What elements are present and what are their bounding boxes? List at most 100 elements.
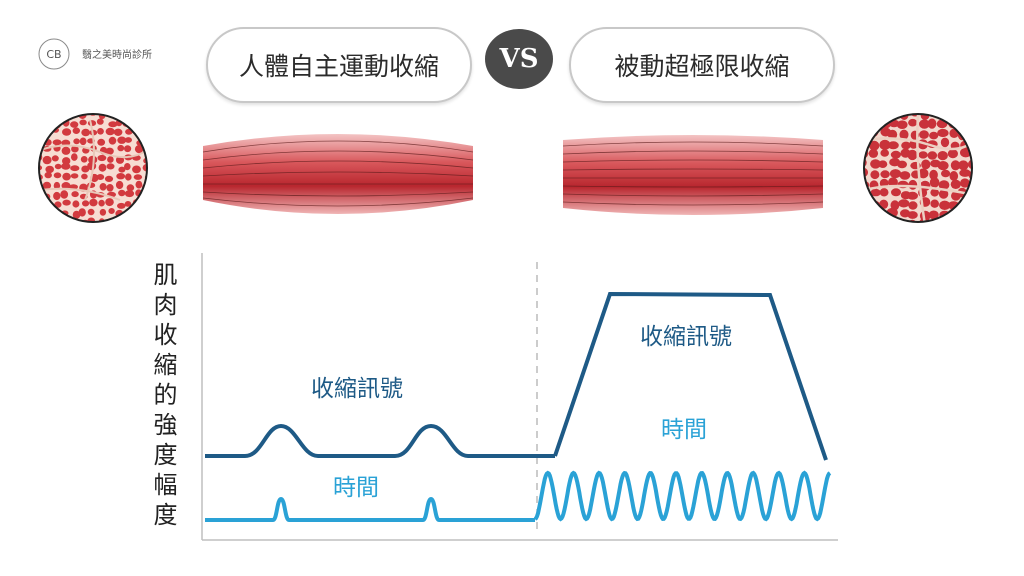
right-muscle-bundle xyxy=(562,135,824,215)
muscle-fiber xyxy=(118,166,126,173)
muscle-fiber xyxy=(938,189,949,199)
muscle-fiber xyxy=(950,179,961,189)
muscle-fiber xyxy=(80,156,88,163)
muscle-fiber xyxy=(887,129,898,140)
muscle-fiber xyxy=(73,138,80,145)
muscle-fiber xyxy=(42,155,52,165)
muscle-fiber xyxy=(81,173,88,180)
vs-badge: VS xyxy=(485,29,553,89)
muscle-fiber xyxy=(880,170,890,179)
muscle-fiber xyxy=(108,121,118,128)
muscle-fiber xyxy=(949,171,959,181)
muscle-fiber xyxy=(104,175,114,182)
muscle-fiber xyxy=(868,148,879,158)
muscle-fiber xyxy=(899,129,909,140)
muscle-fiber xyxy=(880,149,889,157)
muscle-fiber xyxy=(106,184,114,192)
muscle-fiber xyxy=(98,199,105,207)
muscle-fiber xyxy=(870,159,881,169)
muscle-fiber xyxy=(947,149,959,159)
muscle-fiber xyxy=(98,163,107,172)
muscle-fiber xyxy=(125,173,132,181)
muscle-fiber xyxy=(71,145,79,153)
muscle-fiber xyxy=(937,161,949,171)
muscle-fiber xyxy=(918,151,928,159)
muscle-fiber xyxy=(61,182,71,190)
left-muscle-bundle xyxy=(202,134,474,214)
muscle-fiber xyxy=(53,172,62,179)
muscle-fiber xyxy=(938,180,950,190)
muscle-fiber xyxy=(53,191,61,201)
muscle-fiber xyxy=(87,208,95,216)
muscle-fiber xyxy=(61,146,71,155)
muscle-fiber xyxy=(54,163,62,170)
muscle-fiber xyxy=(919,217,931,222)
muscle-fiber xyxy=(107,156,114,163)
muscle-fiber xyxy=(907,211,918,219)
muscle-fiber xyxy=(124,201,132,207)
left-signal-label: 收縮訊號 xyxy=(311,376,403,402)
muscle-fiber xyxy=(97,138,106,146)
muscle-fiber xyxy=(908,118,918,127)
muscle-fiber xyxy=(72,200,80,208)
muscle-fiber xyxy=(117,202,126,209)
muscle-fiber xyxy=(116,173,126,180)
muscle-fiber xyxy=(891,188,901,197)
clinic-name: 翳之美時尚診所 xyxy=(82,50,152,61)
muscle-fiber xyxy=(99,183,107,191)
passive-contraction-title: 被動超極限收縮 xyxy=(569,27,835,103)
muscle-fiber xyxy=(62,128,72,136)
muscle-fiber xyxy=(105,147,114,155)
muscle-fiber xyxy=(72,127,81,134)
muscle-fiber xyxy=(106,163,115,170)
muscle-fiber xyxy=(96,174,105,180)
muscle-fiber xyxy=(124,137,132,143)
muscle-fiber xyxy=(896,120,908,129)
muscle-fiber xyxy=(134,145,144,154)
voluntary-contraction-title: 人體自主運動收縮 xyxy=(206,27,472,103)
muscle-fiber xyxy=(124,145,132,153)
muscle-fiber xyxy=(959,169,971,177)
right-signal-label: 收縮訊號 xyxy=(640,324,732,350)
muscle-fiber xyxy=(958,160,969,171)
right-time-label: 時間 xyxy=(661,417,707,443)
muscle-fiber xyxy=(940,137,950,148)
muscle-fiber xyxy=(908,201,918,210)
muscle-fiber xyxy=(61,157,71,165)
muscle-fiber xyxy=(919,119,930,129)
muscle-fiber xyxy=(97,154,107,162)
y-axis-label: 肌肉收縮的強度幅度 xyxy=(149,262,177,532)
muscle-fiber xyxy=(78,208,86,217)
right-contraction-signal xyxy=(553,291,828,461)
right-time-signal xyxy=(533,470,832,522)
muscle-fiber xyxy=(887,141,899,150)
muscle-fiber xyxy=(126,184,135,192)
muscle-fiber xyxy=(113,128,123,136)
muscle-fiber xyxy=(142,163,147,172)
muscle-fiber xyxy=(960,178,970,188)
right-cross-section xyxy=(864,114,972,222)
clinic-logo: CB xyxy=(38,38,70,70)
muscle-fiber xyxy=(70,173,79,179)
muscle-fiber xyxy=(70,165,80,172)
muscle-fiber xyxy=(889,169,902,179)
muscle-fiber xyxy=(62,172,71,181)
muscle-fiber xyxy=(897,160,907,169)
muscle-fiber xyxy=(51,155,59,162)
muscle-fiber xyxy=(71,191,79,198)
muscle-fiber xyxy=(79,137,87,146)
muscle-fiber xyxy=(71,153,78,161)
muscle-fiber xyxy=(115,180,124,190)
muscle-fiber xyxy=(81,165,90,173)
muscle-fiber xyxy=(939,200,951,210)
muscle-fiber xyxy=(70,121,79,128)
muscle-fiber xyxy=(89,198,98,207)
muscle-fiber xyxy=(937,128,949,138)
muscle-fiber xyxy=(890,200,900,211)
muscle-fiber xyxy=(929,177,940,188)
muscle-fiber xyxy=(870,188,881,197)
muscle-fiber xyxy=(42,181,52,190)
muscle-fiber xyxy=(950,160,961,171)
muscle-fiber xyxy=(888,177,898,188)
muscle-fiber xyxy=(927,118,937,129)
